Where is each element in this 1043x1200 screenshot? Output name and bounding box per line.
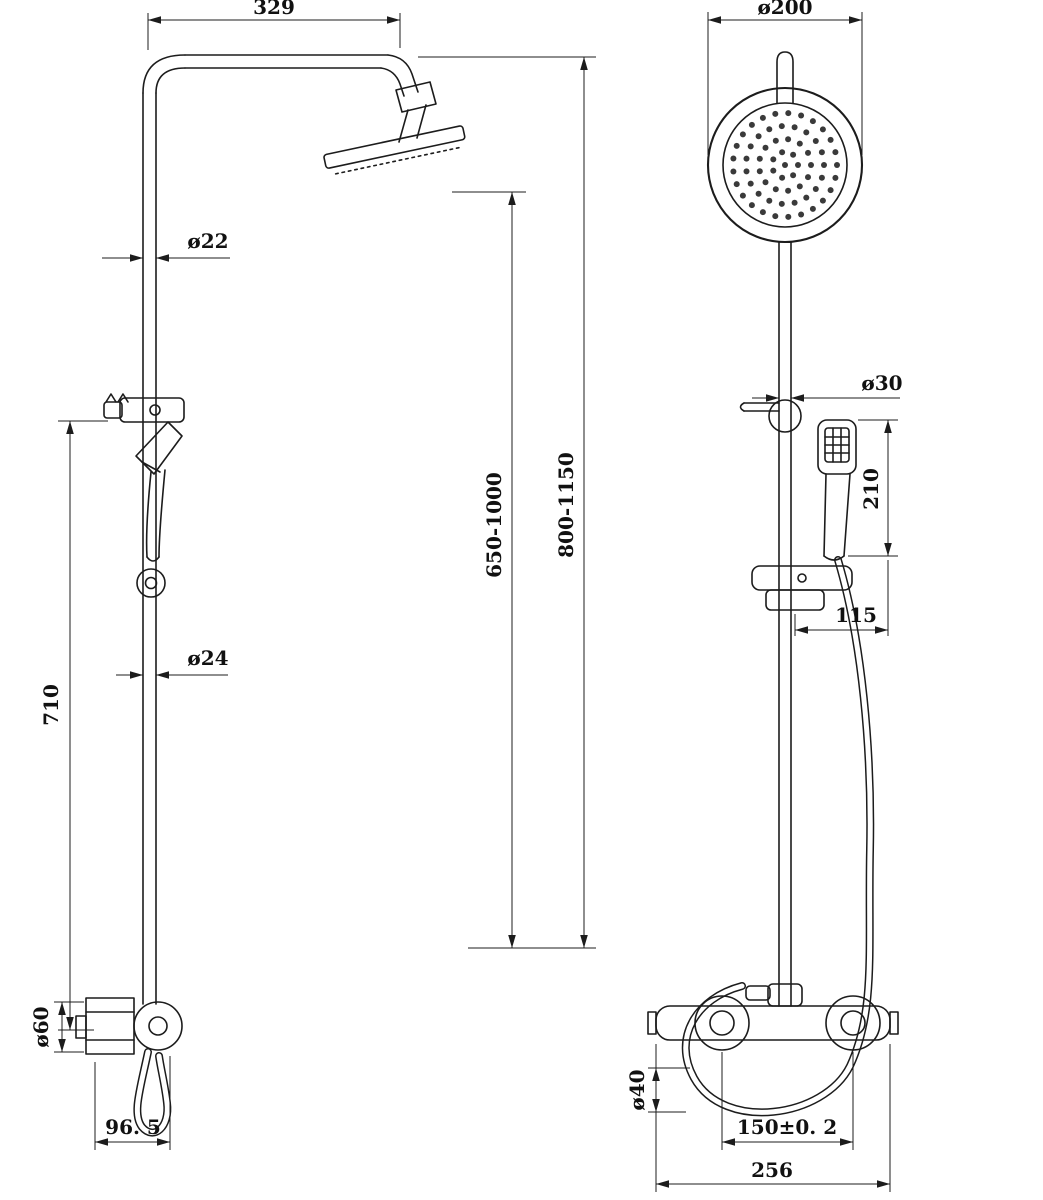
shower-head-side xyxy=(323,81,466,175)
dim-label-150: 150±0. 2 xyxy=(737,1115,837,1139)
dim-label-o200: ø200 xyxy=(757,0,812,19)
dim-label-o30: ø30 xyxy=(861,371,902,395)
dim-valve-dia: ø60 xyxy=(29,1001,84,1053)
nozzle-dots xyxy=(730,110,840,220)
dim-head-dia: ø200 xyxy=(707,0,863,155)
hose-front xyxy=(681,556,875,1117)
front-view: ø200 ø30 210 115 ø40 xyxy=(625,0,903,1192)
dim-hose-dia: ø40 xyxy=(625,1067,690,1113)
dim-label-o40: ø40 xyxy=(625,1069,649,1110)
rain-head-front xyxy=(706,86,864,244)
dim-valve-centers: 150±0. 2 xyxy=(721,1052,854,1150)
dim-label-115: 115 xyxy=(835,603,877,627)
dim-label-o60: ø60 xyxy=(29,1006,53,1047)
dim-label-o22: ø22 xyxy=(187,229,228,253)
dim-label-650-1000: 650-1000 xyxy=(482,472,506,578)
dim-label-o24: ø24 xyxy=(187,646,228,670)
mixer-front xyxy=(647,983,899,1051)
dim-label-210: 210 xyxy=(859,468,883,510)
dim-pipe-dia-front: ø30 xyxy=(752,371,903,402)
dim-pipe-lower-dia: ø24 xyxy=(116,646,229,679)
dim-valve-depth: 96. 5 xyxy=(94,1056,171,1150)
dim-total-adjustable: 800-1150 xyxy=(418,56,596,948)
dim-bracket-height: 710 xyxy=(39,420,108,1031)
dim-label-96-5: 96. 5 xyxy=(105,1115,161,1139)
hose-side xyxy=(133,1048,172,1137)
mixer-side xyxy=(75,997,183,1055)
dim-pipe-upper-dia: ø22 xyxy=(102,229,230,262)
riser-pipe-front xyxy=(778,241,792,1007)
dim-label-710: 710 xyxy=(39,684,63,726)
dim-top-arm-width: 329 xyxy=(147,0,401,50)
slider-bracket-front xyxy=(751,565,853,611)
dim-label-256: 256 xyxy=(751,1158,793,1182)
hand-shower-front xyxy=(817,419,857,561)
handshower-holder-side xyxy=(103,393,185,423)
inlet-stem-front xyxy=(776,51,794,104)
side-view: 329 ø22 ø24 710 650-1000 xyxy=(29,0,596,1150)
riser-pipe-side xyxy=(142,54,419,1005)
dim-slider-offset: 115 xyxy=(794,560,889,636)
dim-label-329: 329 xyxy=(253,0,295,19)
dim-mixer-width: 256 xyxy=(655,1044,891,1192)
dim-riser-adjustable: 650-1000 xyxy=(452,191,596,949)
dim-label-800-1150: 800-1150 xyxy=(554,452,578,558)
diverter-front xyxy=(739,399,802,433)
dim-handshower-length: 210 xyxy=(848,419,898,557)
slider-ring-side xyxy=(136,568,166,598)
hand-shower-side xyxy=(135,421,183,562)
